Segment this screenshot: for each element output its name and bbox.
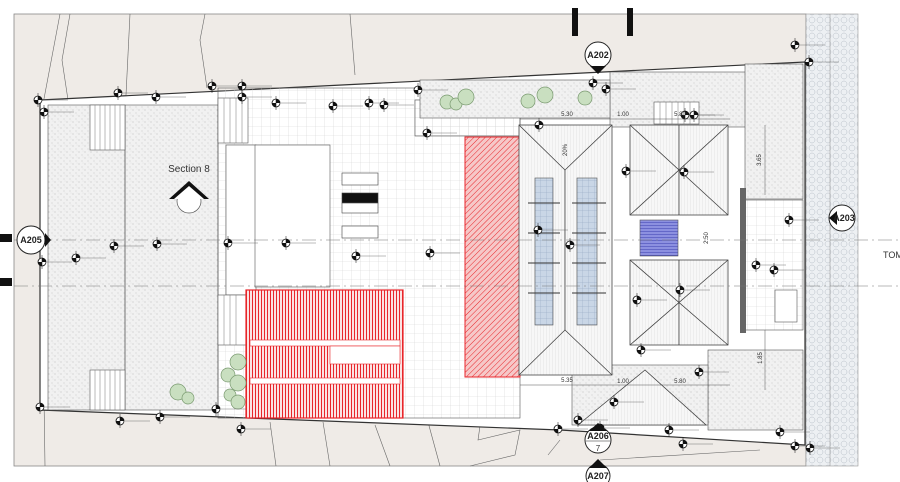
section-8-marker[interactable]: Section 8 <box>168 164 210 214</box>
stair-treads <box>94 98 691 410</box>
section-cut-bars <box>0 8 633 286</box>
section-8-label: Section 8 <box>168 164 210 175</box>
spot-elevation-icon <box>364 96 399 110</box>
dim-bottom-c: 5.80 <box>674 379 686 385</box>
dim-top-a: 5.30 <box>561 112 573 118</box>
main-roof <box>518 124 613 376</box>
spot-elevation-icon <box>151 90 186 104</box>
dim-right-top: 3.65 <box>757 154 763 166</box>
section-marker-a206-sheet: 7 <box>596 444 601 453</box>
spot-elevation-icon <box>155 410 190 424</box>
spot-elevation-icon <box>636 343 671 357</box>
spot-elevation-icon <box>39 105 74 119</box>
spot-elevation-icon <box>271 96 306 110</box>
spot-elevation-icon <box>413 83 448 97</box>
section-marker-a205-label: A205 <box>20 235 42 245</box>
pool <box>639 219 679 257</box>
spot-elevation-icon <box>805 441 840 455</box>
spot-elevation-icon <box>621 164 656 178</box>
dimension-lines <box>520 118 766 390</box>
spot-elevation-icon <box>351 249 386 263</box>
spot-elevation-icon <box>775 425 810 439</box>
dim-top-b: 1.00 <box>617 112 629 118</box>
spot-elevation-icon <box>281 236 316 250</box>
spot-elevation-icon <box>533 223 568 237</box>
spot-elevation-icon <box>680 108 715 122</box>
section-marker-a203[interactable]: A203 <box>828 204 856 232</box>
spot-elevation-icon <box>113 86 148 100</box>
spot-elevation-icon <box>207 79 242 93</box>
spot-elevation-icon <box>236 422 271 436</box>
dim-right-bottom: 1.85 <box>758 352 764 364</box>
section-marker-a205[interactable]: A205 <box>16 225 51 255</box>
spot-elevation-icon <box>115 414 150 428</box>
spot-elevation-icon <box>37 255 72 269</box>
roof-entrance <box>576 369 708 426</box>
roofs <box>518 124 729 426</box>
spot-elevation-icon <box>609 395 644 409</box>
spot-elevation-icon <box>790 38 825 52</box>
spot-elevation-icon <box>694 365 729 379</box>
dimension-labels: 5.30 1.00 5.80 3.65 2.50 5.35 1.00 5.80 … <box>561 112 764 385</box>
spot-elevation-icon <box>109 239 144 253</box>
dim-bottom-a: 5.35 <box>561 378 573 384</box>
elevation-markers <box>33 38 840 455</box>
grid-axes <box>14 239 900 287</box>
spot-elevation-icon <box>71 251 106 265</box>
spot-elevation-icon <box>33 93 68 107</box>
spot-elevation-icon <box>328 99 363 113</box>
spot-elevation-icon <box>632 293 667 307</box>
spot-elevation-icon <box>769 263 804 277</box>
stairs <box>89 97 700 411</box>
spot-elevation-icon <box>223 236 258 250</box>
solar-panels-right <box>576 177 598 326</box>
spot-elevation-icon <box>804 55 839 69</box>
furniture <box>341 172 379 239</box>
spot-elevation-icon <box>751 258 786 272</box>
spot-elevation-icon <box>678 437 713 451</box>
spot-elevation-icon <box>379 98 414 112</box>
spot-elevation-icon <box>784 213 819 227</box>
red-hatched-zone <box>464 136 521 378</box>
trees <box>169 86 593 410</box>
dim-bottom-b: 1.00 <box>617 379 629 385</box>
spot-elevation-icon <box>664 423 699 437</box>
spot-elevation-icon <box>534 118 569 132</box>
section-marker-a206-label: A206 <box>587 431 609 441</box>
section-marker-a203-label: A203 <box>833 213 855 223</box>
solar-panels-left <box>534 177 554 326</box>
spot-elevation-icon <box>679 165 714 179</box>
section-marker-a206[interactable]: A206 7 <box>584 423 612 454</box>
spot-elevation-icon <box>588 76 623 90</box>
spot-elevation-icon <box>689 108 724 122</box>
spot-elevation-icon <box>237 90 272 104</box>
section-marker-a207-label: A207 <box>587 471 609 481</box>
dim-top-c: 5.80 <box>674 112 686 118</box>
section-marker-a207[interactable]: A207 <box>585 459 611 482</box>
edge-text: TOM <box>883 250 900 260</box>
spot-elevation-icon <box>601 82 636 96</box>
spot-elevation-icon <box>565 238 600 252</box>
section-marker-a202-label: A202 <box>587 50 609 60</box>
spot-elevation-icon <box>425 246 460 260</box>
roof-slope-label: 20% <box>563 143 569 156</box>
spot-elevation-icon <box>553 422 588 436</box>
spot-elevation-icon <box>35 400 70 414</box>
spot-elevation-icon <box>211 402 246 416</box>
section-marker-a202[interactable]: A202 <box>584 41 612 74</box>
spot-elevation-icon <box>422 126 457 140</box>
spot-elevation-icon <box>573 413 608 427</box>
spot-elevation-icon <box>152 237 187 251</box>
dim-center: 2.50 <box>704 232 710 244</box>
spot-elevation-icon <box>675 283 710 297</box>
